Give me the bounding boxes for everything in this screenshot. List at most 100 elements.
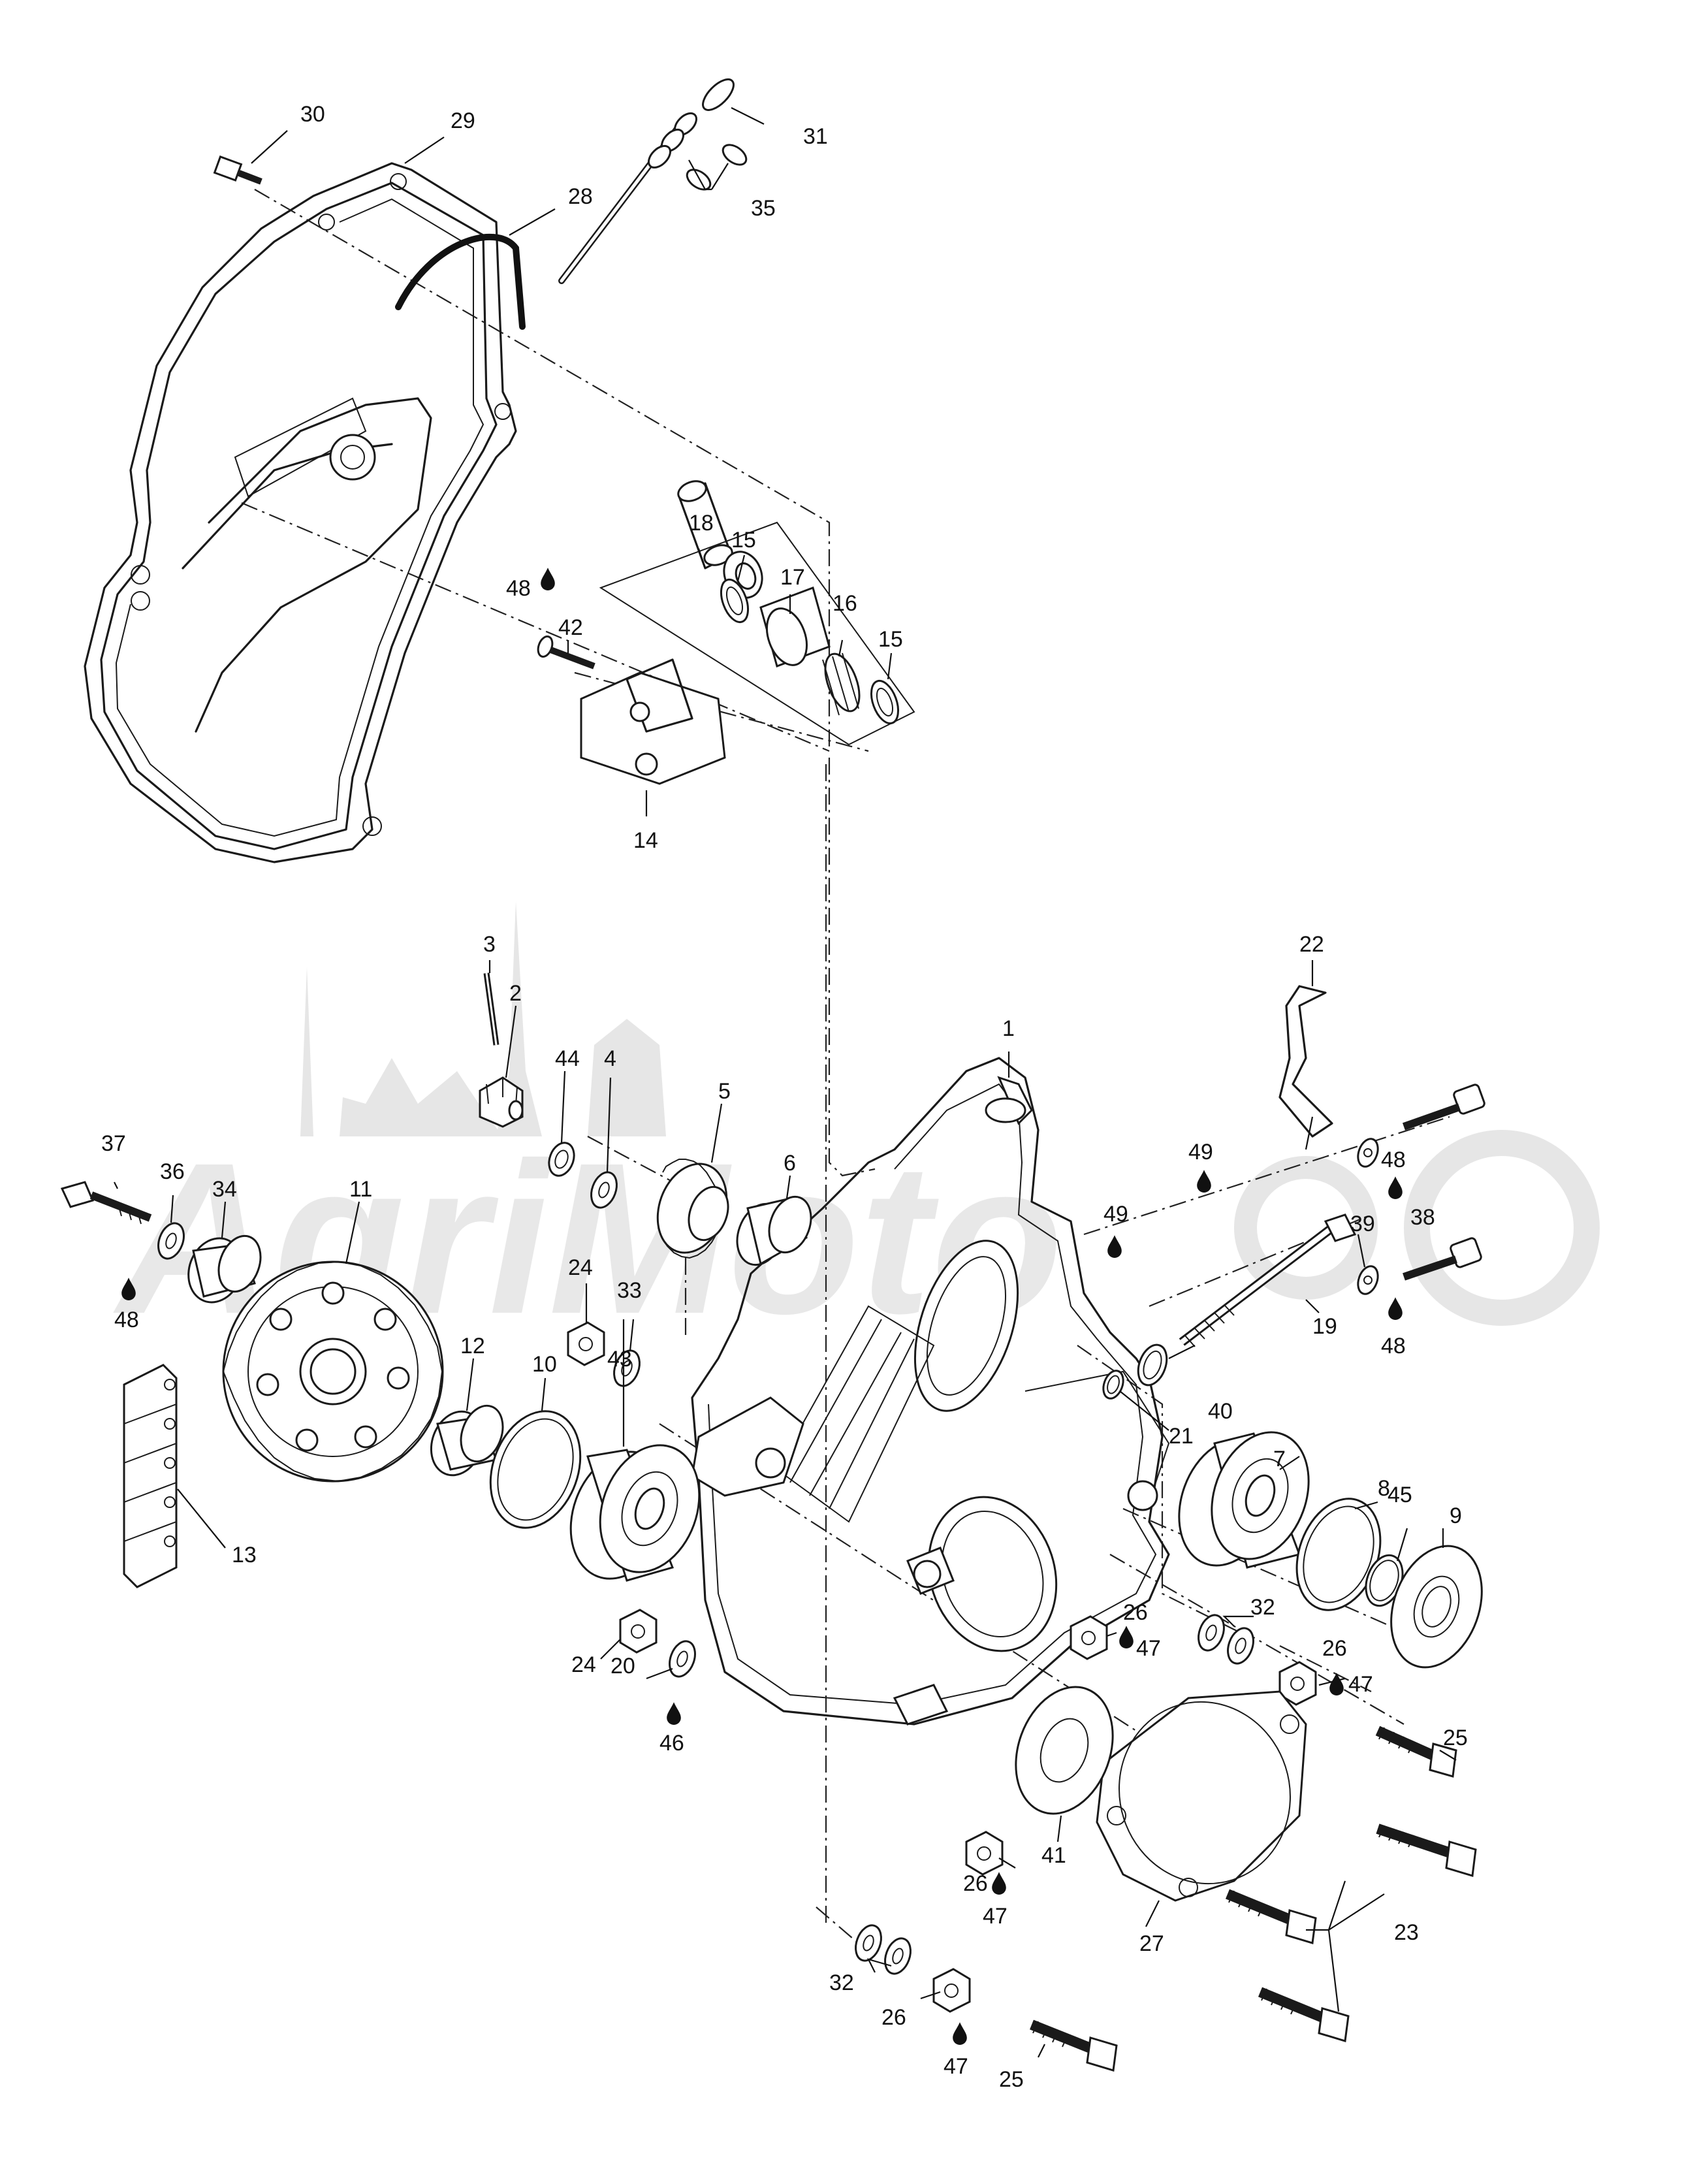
washer-39-lower — [1357, 1265, 1379, 1295]
callout-24-a: 24 — [568, 1255, 593, 1280]
callout-48-a: 48 — [506, 576, 531, 601]
callout-26-c: 26 — [963, 1871, 988, 1896]
callout-38: 38 — [1410, 1205, 1435, 1230]
callout-47-c: 47 — [983, 1904, 1008, 1929]
callout-36: 36 — [160, 1159, 185, 1184]
callout-10: 10 — [532, 1352, 557, 1377]
bolt-37 — [60, 1181, 152, 1225]
callout-9: 9 — [1450, 1503, 1462, 1528]
callout-15-b: 15 — [878, 627, 903, 652]
callout-26-b: 26 — [1322, 1636, 1347, 1661]
oil-drop-icon — [1107, 1235, 1122, 1258]
shaft-19 — [1179, 1213, 1357, 1347]
washer-36 — [157, 1222, 185, 1260]
chain-13 — [123, 1364, 178, 1588]
oil-drop-icon — [1388, 1297, 1403, 1320]
assembly-lines — [241, 189, 1450, 1947]
callout-44: 44 — [555, 1046, 580, 1071]
oil-drop-icon — [992, 1872, 1006, 1895]
nut-24-upper — [567, 1321, 605, 1366]
callout-25-a: 25 — [1443, 1726, 1468, 1750]
callout-1: 1 — [1002, 1016, 1015, 1041]
plunger — [558, 78, 748, 284]
callout-28: 28 — [568, 184, 593, 209]
washers-32-lower — [855, 1924, 912, 1975]
bolt-38-upper — [1403, 1084, 1485, 1131]
bolt-38-lower — [1403, 1237, 1482, 1281]
bolts-23 — [1225, 1823, 1477, 2042]
nut-26-centre — [1070, 1615, 1108, 1660]
callout-11: 11 — [349, 1177, 372, 1202]
sprocket-11 — [222, 1261, 444, 1483]
callout-48-c: 48 — [1381, 1148, 1406, 1172]
callout-48-b: 48 — [114, 1308, 139, 1332]
callout-19: 19 — [1312, 1314, 1337, 1339]
callout-20: 20 — [611, 1654, 635, 1678]
part-labels: 1 2 3 4 5 6 7 8 9 10 11 12 13 14 15 15 1… — [101, 102, 1468, 2092]
washer-4 — [590, 1171, 618, 1209]
callout-29: 29 — [451, 108, 475, 133]
callout-25-b: 25 — [999, 2067, 1024, 2092]
washer-44 — [548, 1142, 575, 1177]
retaining-ring-10 — [489, 1410, 582, 1529]
seal-41 — [1015, 1686, 1114, 1815]
callout-46: 46 — [659, 1731, 684, 1756]
callout-47-a: 47 — [1136, 1636, 1161, 1661]
washer-33 — [613, 1349, 641, 1387]
o-ring-21 — [1102, 1370, 1124, 1400]
callout-33: 33 — [617, 1278, 642, 1303]
callout-47-d: 47 — [944, 2054, 968, 2079]
callout-34: 34 — [212, 1177, 237, 1202]
cable — [395, 233, 526, 330]
pin-3 — [483, 972, 500, 1046]
callout-27: 27 — [1139, 1931, 1164, 1956]
oil-drop-icon — [1119, 1626, 1134, 1648]
callout-30: 30 — [300, 102, 325, 127]
chaincase-housing — [691, 1057, 1170, 1726]
callout-31: 31 — [803, 124, 828, 149]
callout-4: 4 — [604, 1046, 616, 1071]
callout-16: 16 — [833, 591, 857, 616]
callout-49-b: 49 — [1188, 1140, 1213, 1164]
gasket-27 — [1096, 1690, 1307, 1902]
callout-2: 2 — [509, 981, 522, 1006]
callout-35: 35 — [751, 196, 776, 221]
callout-26-d: 26 — [881, 2005, 906, 2030]
callout-17: 17 — [780, 565, 805, 590]
bearing-43 — [569, 1444, 701, 1582]
nut-24-lower — [619, 1609, 658, 1654]
callout-48-d: 48 — [1381, 1334, 1406, 1358]
callout-18: 18 — [689, 511, 714, 536]
o-ring-40 — [1137, 1343, 1168, 1387]
bolt-25-upper — [1375, 1726, 1457, 1778]
castle-nut-2 — [479, 1076, 524, 1128]
seal-9 — [1390, 1545, 1483, 1669]
nut-26-lower-centre — [965, 1831, 1004, 1876]
callout-14: 14 — [633, 828, 658, 853]
bolt-25-lower — [1030, 2019, 1118, 2072]
callout-8: 8 — [1378, 1476, 1390, 1501]
washer-20 — [669, 1640, 696, 1678]
chaincase-cover — [84, 162, 517, 863]
oil-drop-icon — [541, 568, 555, 590]
callout-40: 40 — [1208, 1399, 1233, 1424]
sprocket-5 — [656, 1159, 729, 1259]
leader-lines — [114, 107, 1457, 2058]
nut-26-bottom — [932, 1968, 971, 2013]
oil-drop-icon — [953, 2022, 967, 2045]
callout-24-b: 24 — [571, 1652, 596, 1677]
callout-3: 3 — [483, 932, 496, 957]
callout-37: 37 — [101, 1131, 126, 1156]
o-ring-45 — [1365, 1554, 1404, 1607]
oil-drop-icon — [667, 1702, 681, 1725]
callout-21: 21 — [1169, 1424, 1194, 1449]
callout-45: 45 — [1388, 1483, 1412, 1507]
callout-32-a: 32 — [1250, 1595, 1275, 1620]
callout-15-a: 15 — [731, 528, 756, 553]
tensioner-assembly — [537, 480, 915, 785]
callout-41: 41 — [1041, 1843, 1066, 1868]
callout-23: 23 — [1394, 1920, 1419, 1945]
callout-47-b: 47 — [1348, 1672, 1373, 1697]
bolt-30 — [213, 155, 262, 185]
